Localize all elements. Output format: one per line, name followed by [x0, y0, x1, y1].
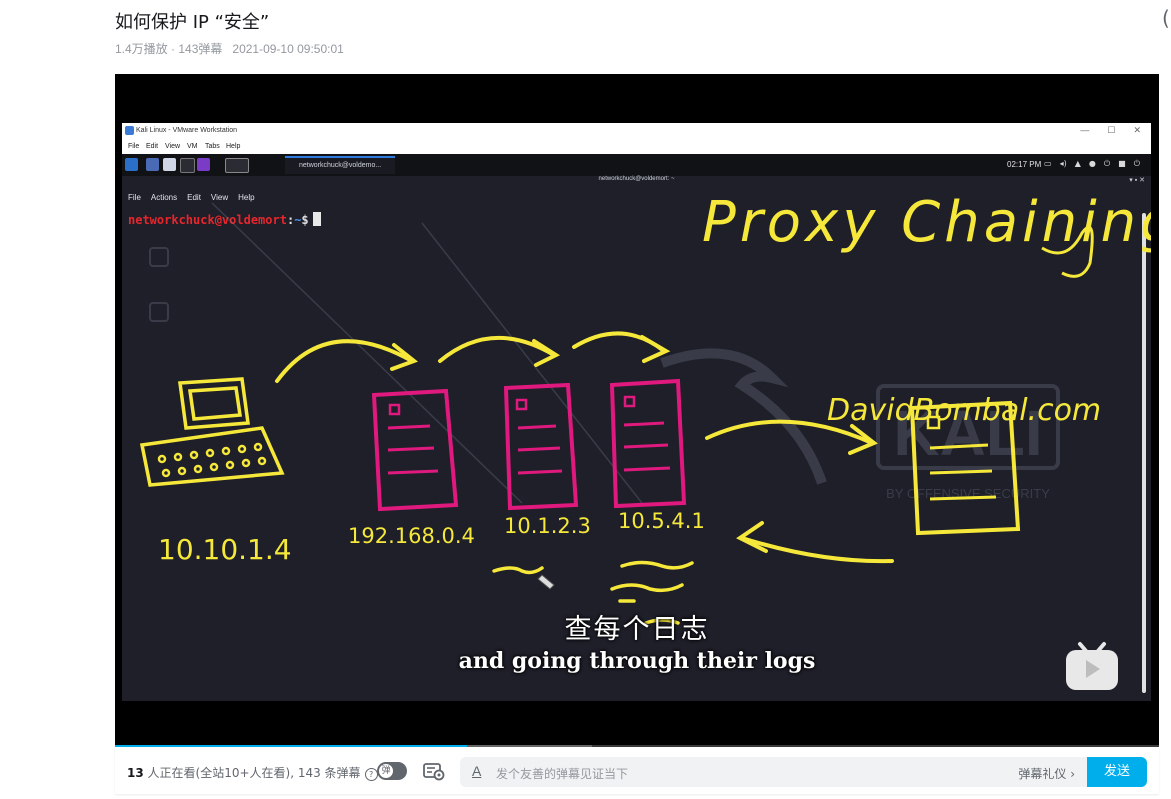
volume-icon: ◂) [1059, 159, 1067, 168]
desktop-icon [146, 158, 159, 171]
pen-cursor-icon [537, 574, 555, 590]
browser-icon [197, 158, 210, 171]
prompt-path: ~ [294, 213, 302, 227]
publish-date: 2021-09-10 09:50:01 [232, 42, 344, 56]
viewer-info: 13 人正在看(全站10+人在看), 143 条弹幕? [127, 764, 378, 781]
destination-server [909, 400, 1021, 536]
panel-task-terminal: networkchuck@voldemo... [285, 156, 395, 174]
partial-sidebar-icon: ( [1162, 6, 1170, 30]
vm-menu-vm: VM [187, 143, 198, 150]
video-player[interactable]: Kali Linux - VMware Workstation — ☐ ✕ File… [115, 74, 1159, 747]
terminal-window-controls: ▾ ▪ ✕ [1129, 177, 1145, 184]
logout-icon: ⏻ [1133, 159, 1141, 168]
kali-top-panel: networkchuck@voldemo... 02:17 PM ▭ ◂) ▲ ● ⏻ ■… [122, 154, 1151, 176]
proxy-servers [371, 378, 687, 512]
display-icon: ▭ [1044, 159, 1052, 168]
viewer-text: 人正在看(全站10+人在看), 143 条弹幕 [143, 766, 361, 780]
minimize-icon: — [1080, 125, 1090, 135]
danmaku-bar: 13 人正在看(全站10+人在看), 143 条弹幕? 弹 A 发个友善的弹幕见… [115, 748, 1159, 794]
network-icon: ● [1088, 159, 1096, 168]
danmaku-toggle-knob: 弹 [379, 764, 393, 778]
terminal-title: networkchuck@voldemort: ~ [598, 176, 675, 182]
terminal-scrollbar[interactable] [1142, 213, 1146, 693]
terminal-cursor [312, 212, 321, 226]
term-menu-edit: Edit [187, 193, 201, 202]
proxy-ip-label-1: 192.168.0.4 [348, 524, 475, 548]
maximize-icon: ☐ [1107, 125, 1116, 135]
term-menu-actions: Actions [150, 193, 178, 202]
whiteboard-drawing: KALI BY OFFENSIVE SECURITY Proxy Chainin… [139, 190, 1151, 625]
terminal-titlebar: networkchuck@voldemort: ~ ▾ ▪ ✕ [122, 176, 1151, 188]
vm-window-title: Kali Linux - VMware Workstation [136, 127, 238, 134]
kali-menu-icon [125, 158, 138, 171]
power-icon: ⏻ [1103, 159, 1111, 168]
prompt-user: networkchuck@voldemort [128, 213, 287, 227]
video-meta: 1.4万播放 · 143弹幕 2021-09-10 09:50:01 [115, 40, 344, 57]
terminal-menubar: File Actions Edit View Help [128, 193, 265, 202]
proxy-ip-label-3: 10.5.4.1 [618, 509, 705, 533]
watermark-subtext: BY OFFENSIVE SECURITY [886, 486, 1050, 501]
subtitle-english: and going through their logs [458, 648, 816, 674]
terminal-icon [180, 158, 195, 173]
vmware-app-icon [125, 126, 134, 135]
danmaku-etiquette-link[interactable]: 弹幕礼仪 › [1018, 767, 1075, 781]
close-icon: ✕ [1133, 125, 1141, 135]
play-count: 1.4万播放 [115, 42, 168, 56]
danmaku-settings-icon[interactable] [423, 763, 445, 781]
subtitle-chinese: 查每个日志 [564, 614, 710, 645]
log-scribbles [492, 560, 694, 625]
bilibili-logo-icon [1066, 642, 1118, 690]
prompt-symbol: $ [301, 213, 309, 227]
danmaku-input-placeholder: 发个友善的弹幕见证当下 [496, 767, 629, 781]
vm-menu-tabs: Tabs [205, 143, 220, 150]
destination-label: DavidBombal.com [827, 393, 1101, 428]
laptop-sketch [139, 377, 285, 487]
term-menu-file: File [128, 193, 141, 202]
term-menu-help: Help [238, 193, 255, 202]
vmware-window: Kali Linux - VMware Workstation — ☐ ✕ File… [122, 123, 1151, 701]
lock-icon: ■ [1118, 159, 1126, 168]
notification-icon: ▲ [1074, 159, 1081, 168]
ip-labels: 10.10.1.4 192.168.0.4 10.1.2.3 10.5.4.1 [158, 509, 705, 566]
video-title: 如何保护 IP “安全” [115, 12, 270, 33]
panel-tray: ▭ ◂) ▲ ● ⏻ ■ ⏻ [1044, 159, 1148, 169]
panel-clock: 02:17 PM [1007, 160, 1042, 169]
drawing-heading: Proxy Chaining [702, 190, 1151, 255]
client-ip-label: 10.10.1.4 [158, 533, 292, 566]
progress-buffer [466, 745, 593, 747]
danmaku-count: 143弹幕 [178, 42, 223, 56]
terminal-prompt: networkchuck@voldemort:~$ [128, 212, 321, 227]
progress-played [115, 745, 467, 747]
workspace-icon [225, 158, 249, 173]
vm-window-controls: — ☐ ✕ [1062, 125, 1141, 136]
viewer-count: 13 [127, 766, 144, 780]
vm-menu-help: Help [226, 143, 241, 150]
vm-menu-file: File [128, 143, 140, 150]
chain-arrows [275, 331, 894, 564]
proxy-ip-label-2: 10.1.2.3 [504, 514, 591, 538]
vm-titlebar: Kali Linux - VMware Workstation — ☐ ✕ [122, 123, 1151, 139]
meta-separator: · [167, 42, 179, 56]
term-menu-view: View [210, 193, 229, 202]
danmaku-input[interactable]: A 发个友善的弹幕见证当下 弹幕礼仪 › [460, 757, 1087, 787]
vm-menu-edit: Edit [146, 143, 159, 150]
help-icon[interactable]: ? [364, 768, 378, 781]
progress-bar[interactable] [115, 745, 1159, 747]
files-icon [163, 158, 176, 171]
send-button[interactable]: 发送 [1087, 757, 1147, 787]
vm-menu-view: View [165, 143, 181, 150]
prompt-separator: : [286, 213, 295, 227]
danmaku-toggle[interactable]: 弹 [377, 762, 407, 780]
font-style-icon[interactable]: A [472, 763, 482, 779]
